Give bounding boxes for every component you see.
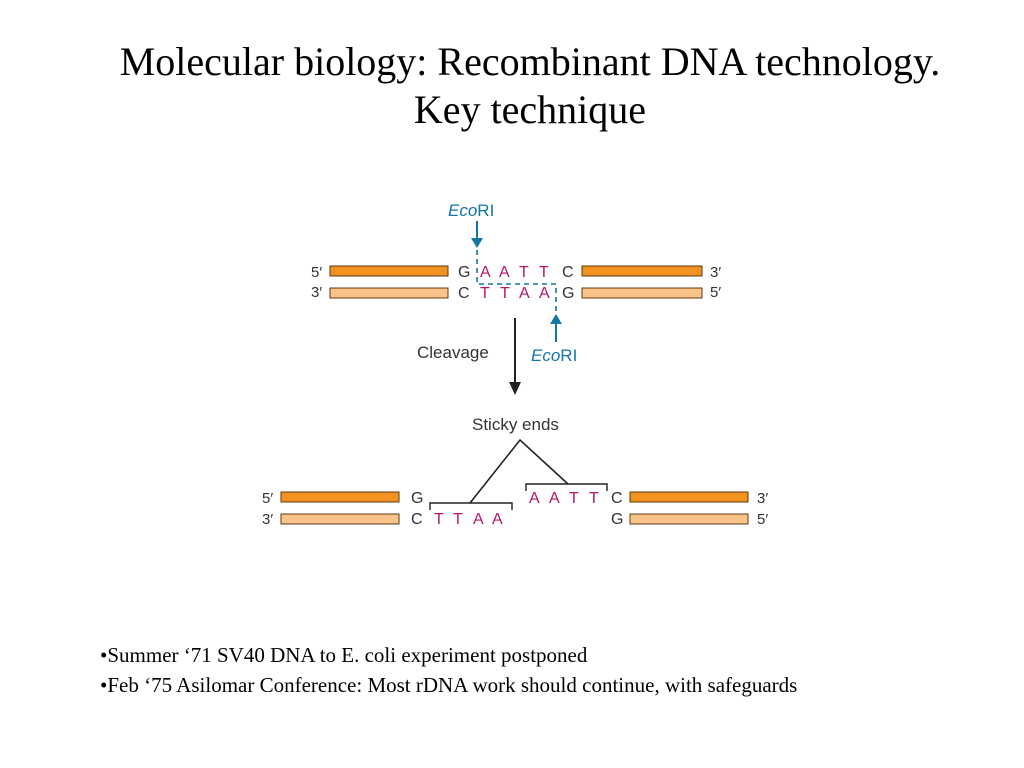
uncut-top-site-1: A <box>480 264 491 281</box>
uncut-bottom-strand-right <box>581 287 703 299</box>
left-fragment-top-base: G <box>411 490 423 507</box>
bullet-item-2: •Feb ‘75 Asilomar Conference: Most rDNA … <box>100 673 798 697</box>
ecori-arrow-top-head <box>471 238 483 248</box>
uncut-top-left-base: G <box>458 264 470 281</box>
uncut-top-strand-left <box>329 265 449 277</box>
right-overhang-base-3: T <box>569 490 579 507</box>
right-fragment-bottom-strand <box>629 513 749 525</box>
left-fragment-5prime: 5′ <box>262 490 273 507</box>
right-fragment-bottom-base: G <box>611 511 623 528</box>
right-fragment-5prime: 5′ <box>757 511 768 528</box>
right-overhang-base-1: A <box>529 490 540 507</box>
ecori-label-bottom: EcoRI <box>531 346 577 365</box>
uncut-bottom-site-2: T <box>500 285 510 302</box>
uncut-top-right-base: C <box>562 264 574 281</box>
uncut-top-strand-right <box>581 265 703 277</box>
right-fragment-3prime: 3′ <box>757 490 768 507</box>
bullet-list: •Summer ‘71 SV40 DNA to E. coli experime… <box>100 640 797 700</box>
uncut-bottom-site-4: A <box>539 285 550 302</box>
uncut-bottom-3prime: 3′ <box>311 284 322 301</box>
cleavage-arrow-head <box>509 382 521 395</box>
right-fragment-top-strand <box>629 491 749 503</box>
uncut-bottom-left-base: C <box>458 285 470 302</box>
uncut-bottom-5prime: 5′ <box>710 284 721 301</box>
cleavage-label: Cleavage <box>417 343 489 362</box>
ecori-arrow-bottom-head <box>550 314 562 324</box>
right-overhang-bracket <box>525 483 608 491</box>
sticky-ends-pointer <box>469 438 569 504</box>
bullet-item-1: •Summer ‘71 SV40 DNA to E. coli experime… <box>100 643 588 667</box>
sticky-ends-label: Sticky ends <box>472 415 559 434</box>
uncut-top-site-2: A <box>499 264 510 281</box>
slide-title: Molecular biology: Recombinant DNA techn… <box>0 38 1024 134</box>
left-fragment-3prime: 3′ <box>262 511 273 528</box>
uncut-bottom-site-1: T <box>480 285 490 302</box>
left-overhang-base-4: A <box>492 511 503 528</box>
left-overhang-bracket <box>429 502 513 510</box>
left-fragment-bottom-strand <box>280 513 400 525</box>
cut-line-dashed <box>476 250 557 318</box>
left-overhang-base-2: T <box>453 511 463 528</box>
uncut-top-site-3: T <box>519 264 529 281</box>
uncut-bottom-right-base: G <box>562 285 574 302</box>
right-fragment-top-base: C <box>611 490 623 507</box>
uncut-top-5prime: 5′ <box>311 264 322 281</box>
ecori-label-top: EcoRI <box>448 201 494 220</box>
right-overhang-base-4: T <box>589 490 599 507</box>
left-overhang-base-1: T <box>434 511 444 528</box>
title-line-1: Molecular biology: Recombinant DNA techn… <box>119 39 941 84</box>
right-overhang-base-2: A <box>549 490 560 507</box>
title-line-2: Key technique <box>413 87 647 132</box>
uncut-bottom-strand-left <box>329 287 449 299</box>
uncut-top-3prime: 3′ <box>710 264 721 281</box>
left-overhang-base-3: A <box>473 511 484 528</box>
uncut-bottom-site-3: A <box>519 285 530 302</box>
uncut-top-site-4: T <box>539 264 549 281</box>
left-fragment-top-strand <box>280 491 400 503</box>
left-fragment-bottom-base: C <box>411 511 423 528</box>
